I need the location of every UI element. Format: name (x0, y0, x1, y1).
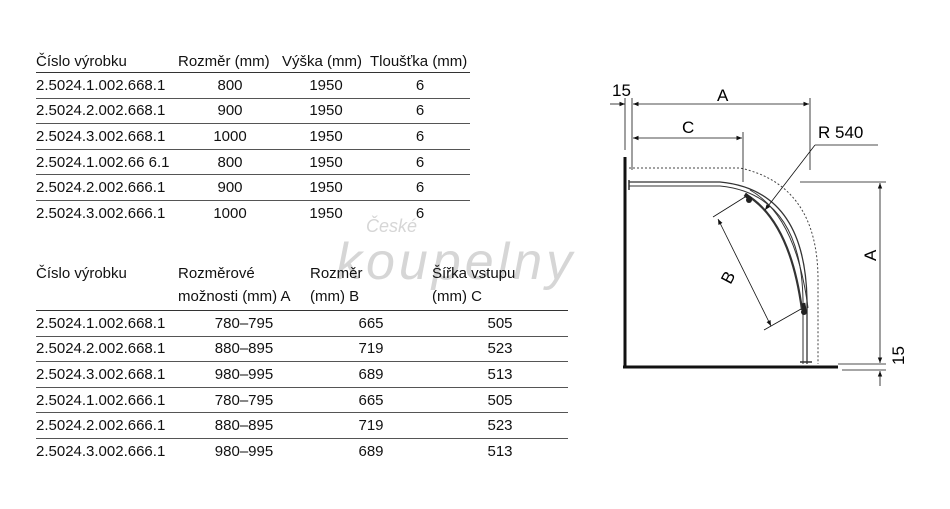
table-row: 2.5024.1.002.66 6.1 800 1950 6 (36, 149, 470, 176)
cell-product: 2.5024.2.002.666.1 (36, 412, 178, 439)
cell-thickness: 6 (370, 149, 470, 176)
header-size: Rozměr (mm) (178, 44, 282, 73)
cell-b: 719 (310, 336, 432, 363)
cell-height: 1950 (282, 149, 370, 176)
dim-c (633, 132, 744, 182)
table-row: 2.5024.2.002.666.1 880–895 719 523 (36, 412, 568, 439)
dim-15-right-label: 15 (889, 346, 908, 365)
cell-c: 505 (432, 310, 568, 337)
cell-a: 880–895 (178, 412, 310, 439)
cell-product: 2.5024.3.002.668.1 (36, 123, 178, 150)
tray-outline (629, 167, 819, 364)
table-row: 2.5024.2.002.668.1 900 1950 6 (36, 98, 470, 125)
cell-b: 665 (310, 310, 432, 337)
cell-a: 980–995 (214, 442, 274, 460)
dim-15-right (842, 369, 886, 386)
cell-product: 2.5024.3.002.666.1 (36, 204, 166, 222)
cell-product: 2.5024.2.002.666.1 (36, 174, 178, 201)
cell-a: 980–995 (178, 361, 310, 388)
cell-product: 2.5024.1.002.66 6.1 (36, 149, 178, 176)
header-height: Výška (mm) (282, 44, 370, 73)
header-line: Rozměrové (178, 265, 255, 282)
header-product-number: Číslo výrobku (36, 262, 178, 311)
dim-15-top-label: 15 (612, 81, 631, 100)
dim-a-top-label: A (717, 86, 729, 105)
dim-a-right (800, 181, 886, 365)
dim-a-top (633, 98, 811, 170)
cell-size: 900 (178, 98, 282, 125)
cell-thickness: 6 (415, 204, 425, 222)
cell-height: 1950 (309, 204, 343, 222)
header-size-b: Rozměr (mm) B (310, 262, 432, 311)
cell-product: 2.5024.3.002.666.1 (36, 442, 166, 460)
cell-size: 800 (178, 72, 282, 99)
table-row: 2.5024.2.002.668.1 880–895 719 523 (36, 336, 568, 363)
cell-size: 1000 (178, 123, 282, 150)
size-options-table: Číslo výrobku Rozměrové možnosti (mm) A … (36, 262, 568, 464)
header-thickness: Tloušťka (mm) (370, 44, 470, 73)
cell-size: 1000 (213, 204, 247, 222)
cell-height: 1950 (282, 72, 370, 99)
cell-product: 2.5024.1.002.668.1 (36, 72, 178, 99)
cell-thickness: 6 (370, 98, 470, 125)
dim-a-right-label: A (861, 249, 880, 261)
dim-b (712, 196, 802, 331)
cell-c: 513 (432, 361, 568, 388)
table-row: 2.5024.3.002.668.1 980–995 689 513 (36, 361, 568, 388)
dim-c-label: C (682, 118, 694, 137)
cell-size: 800 (178, 149, 282, 176)
table-row: 2.5024.3.002.666.1 1000 1950 6 (36, 200, 470, 225)
cell-height: 1950 (282, 174, 370, 201)
header-line: (mm) C (432, 288, 482, 305)
roller-top (743, 192, 753, 203)
cell-a: 880–895 (178, 336, 310, 363)
cell-height: 1950 (282, 98, 370, 125)
cell-product: 2.5024.1.002.668.1 (36, 310, 178, 337)
cell-b: 665 (310, 387, 432, 414)
cell-c: 505 (432, 387, 568, 414)
dim-b-label: B (717, 268, 739, 287)
table-row: 2.5024.1.002.668.1 780–795 665 505 (36, 310, 568, 337)
cell-thickness: 6 (370, 123, 470, 150)
header-product-number: Číslo výrobku (36, 44, 178, 73)
cell-product: 2.5024.2.002.668.1 (36, 98, 178, 125)
glass-profile (628, 180, 812, 364)
header-line: (mm) B (310, 288, 360, 305)
roller-bottom (801, 302, 807, 315)
cell-a: 780–795 (178, 387, 310, 414)
header-entry-width-c: Šířka vstupu (mm) C (432, 262, 568, 311)
header-line: Šířka vstupu (432, 265, 516, 282)
cell-product: 2.5024.3.002.668.1 (36, 361, 178, 388)
wall-corner (623, 157, 838, 369)
cell-b: 689 (358, 442, 384, 460)
cell-c: 523 (432, 412, 568, 439)
cell-product: 2.5024.2.002.668.1 (36, 336, 178, 363)
header-line: Číslo výrobku (36, 265, 127, 282)
cell-thickness: 6 (370, 174, 470, 201)
header-line: možnosti (mm) A (178, 288, 291, 305)
cell-c: 523 (432, 336, 568, 363)
radius-label: R 540 (818, 123, 863, 142)
table-row: 2.5024.3.002.666.1 980–995 689 513 (36, 438, 568, 463)
header-size-options-a: Rozměrové možnosti (mm) A (178, 262, 310, 311)
cell-size: 900 (178, 174, 282, 201)
cell-a: 780–795 (178, 310, 310, 337)
radius-leader (764, 144, 878, 211)
table-row: 2.5024.1.002.668.1 800 1950 6 (36, 72, 470, 99)
cell-thickness: 6 (370, 72, 470, 99)
table-row: 2.5024.1.002.666.1 780–795 665 505 (36, 387, 568, 414)
cell-b: 689 (310, 361, 432, 388)
dimensions-table: Číslo výrobku Rozměr (mm) Výška (mm) Tlo… (36, 44, 470, 226)
table-row: 2.5024.2.002.666.1 900 1950 6 (36, 174, 470, 201)
cell-product: 2.5024.1.002.666.1 (36, 387, 178, 414)
cell-height: 1950 (282, 123, 370, 150)
cell-c: 513 (487, 442, 513, 460)
header-line: Rozměr (310, 265, 363, 282)
table-row: 2.5024.3.002.668.1 1000 1950 6 (36, 123, 470, 150)
cell-b: 719 (310, 412, 432, 439)
watermark-top: České (366, 216, 418, 236)
dim-15-top (610, 98, 633, 170)
